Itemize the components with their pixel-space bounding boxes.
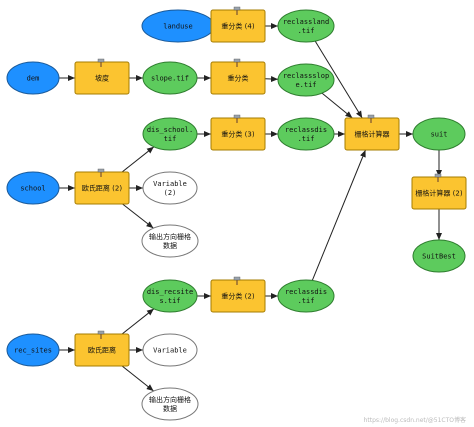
node-label: tif	[164, 135, 177, 143]
hammer-icon	[97, 168, 105, 177]
output-ellipse	[142, 117, 198, 151]
node-slope-tool[interactable]: 坡度	[74, 58, 130, 95]
node-slope-tif[interactable]: slope.tif	[142, 61, 198, 95]
node-label: 重分类 (4)	[221, 22, 254, 31]
connector-euclid2-to-dis_school	[121, 146, 155, 173]
node-label: Variable	[153, 180, 187, 188]
node-label: Variable	[153, 347, 187, 355]
unlinked-ellipse	[141, 387, 199, 421]
connector-reclassland-to-raster_calc	[314, 40, 363, 119]
node-label: (2)	[164, 189, 177, 197]
node-dis-school[interactable]: dis_school.tif	[142, 117, 198, 151]
connector-euclid2-to-out_dir2	[122, 203, 154, 229]
node-label: .tif	[298, 297, 315, 305]
node-landuse[interactable]: landuse	[141, 9, 215, 43]
hammer-icon	[434, 173, 442, 182]
node-label: 重分类 (3)	[221, 130, 254, 139]
output-ellipse	[277, 279, 335, 313]
output-ellipse	[142, 279, 198, 313]
node-label: 输出方向栅格	[149, 395, 191, 404]
unlinked-ellipse	[142, 171, 198, 205]
output-ellipse	[412, 239, 466, 273]
node-label: 栅格计算器 (2)	[415, 189, 462, 198]
hammer-icon	[367, 114, 375, 123]
node-label: landuse	[163, 23, 193, 31]
hammer-icon	[97, 330, 105, 339]
watermark-text: https://blog.csdn.net/@51CTO博客	[364, 416, 466, 424]
node-label: .tif	[298, 135, 315, 143]
hammer-icon	[97, 58, 105, 67]
node-label: reclassdis	[285, 288, 327, 296]
node-label: 输出方向栅格	[149, 232, 191, 241]
node-reclassdis[interactable]: reclassdis.tif	[277, 117, 335, 151]
node-variable[interactable]: Variable	[142, 333, 198, 367]
node-reclass4[interactable]: 重分类 (4)	[210, 6, 266, 43]
node-reclassland[interactable]: reclassland.tif	[277, 9, 335, 43]
node-label: dis_recsite	[147, 288, 193, 296]
node-label: school	[20, 185, 45, 193]
node-raster-calc2[interactable]: 栅格计算器 (2)	[411, 173, 467, 210]
node-variable2[interactable]: Variable(2)	[142, 171, 198, 205]
node-label: .tif	[298, 27, 315, 35]
node-label: dis_school.	[147, 126, 193, 134]
unlinked-ellipse	[142, 333, 198, 367]
node-label: e.tif	[295, 81, 316, 89]
output-ellipse	[277, 9, 335, 43]
node-suitbest[interactable]: SuitBest	[412, 239, 466, 273]
output-ellipse	[277, 63, 335, 97]
input-ellipse	[6, 171, 60, 205]
node-label: suit	[431, 131, 448, 139]
node-label: slope.tif	[151, 75, 189, 83]
unlinked-ellipse	[141, 224, 199, 258]
output-ellipse	[412, 117, 466, 151]
node-euclid[interactable]: 欧氏距离	[74, 330, 130, 367]
node-label: 数据	[163, 241, 177, 250]
node-label: 数据	[163, 404, 177, 413]
node-label: dem	[27, 75, 40, 83]
node-reclass2[interactable]: 重分类 (2)	[210, 276, 266, 313]
node-label: SuitBest	[422, 253, 456, 261]
node-raster-calc[interactable]: 栅格计算器	[344, 114, 400, 151]
hammer-icon	[233, 114, 241, 123]
node-dem[interactable]: dem	[6, 61, 60, 95]
node-label: 欧氏距离	[88, 346, 116, 355]
node-euclid2[interactable]: 欧氏距离 (2)	[74, 168, 130, 205]
node-school[interactable]: school	[6, 171, 60, 205]
node-label: reclassslop	[283, 72, 329, 80]
input-ellipse	[6, 61, 60, 95]
connector-reclassdis2-to-raster_calc	[311, 149, 366, 281]
node-label: 重分类 (2)	[221, 292, 254, 301]
connector-euclid-to-out_dir	[121, 365, 154, 392]
input-ellipse	[6, 333, 60, 367]
hammer-icon	[233, 58, 241, 67]
output-ellipse	[142, 61, 198, 95]
node-reclass[interactable]: 重分类	[210, 58, 266, 95]
connector-layer	[59, 23, 442, 392]
node-label: 坡度	[95, 74, 109, 83]
node-reclassdis2[interactable]: reclassdis.tif	[277, 279, 335, 313]
node-label: 欧氏距离 (2)	[82, 184, 122, 193]
node-label: s.tif	[159, 297, 180, 305]
node-suit[interactable]: suit	[412, 117, 466, 151]
node-label: rec_sites	[14, 347, 52, 355]
hammer-icon	[233, 6, 241, 15]
output-ellipse	[277, 117, 335, 151]
node-rec-sites[interactable]: rec_sites	[6, 333, 60, 367]
hammer-icon	[233, 276, 241, 285]
node-label: reclassland	[283, 18, 329, 26]
connector-reclassslope-to-raster_calc	[321, 92, 353, 119]
connector-euclid-to-dis_recsite	[121, 308, 155, 335]
node-label: 栅格计算器	[355, 130, 390, 139]
node-label: reclassdis	[285, 126, 327, 134]
node-label: 重分类	[228, 74, 249, 83]
node-reclass3[interactable]: 重分类 (3)	[210, 114, 266, 151]
